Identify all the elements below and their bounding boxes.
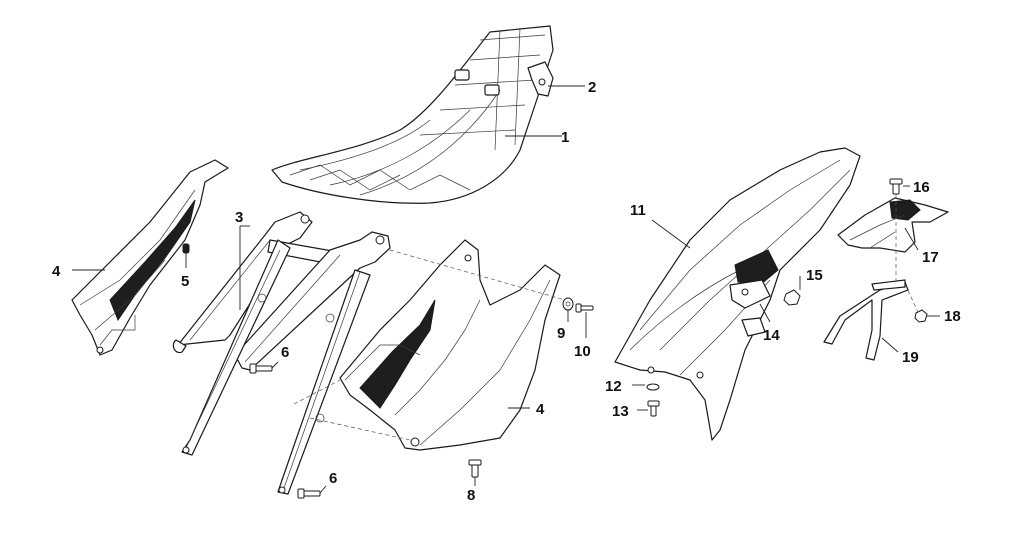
seat-bracket-part bbox=[527, 61, 554, 97]
side-panel-right-part bbox=[339, 239, 561, 451]
grab-handle-part bbox=[823, 279, 909, 361]
callout-screw-panel: 8 bbox=[467, 487, 475, 504]
callout-washer-panel: 9 bbox=[557, 325, 565, 342]
callout-rear-fender: 11 bbox=[630, 202, 646, 219]
callout-screw-subframe-upper: 6 bbox=[281, 344, 289, 361]
screw-lower-part bbox=[297, 488, 321, 499]
callout-labels: 1 2 3 4 5 6 6 4 8 9 10 11 12 13 14 15 16… bbox=[52, 79, 961, 504]
screw-fender-part bbox=[647, 400, 660, 417]
bracket-fender-part bbox=[729, 279, 771, 309]
callout-washer-fender: 12 bbox=[605, 378, 622, 395]
callout-screw-panel-top: 10 bbox=[574, 343, 591, 360]
callout-nut-plate: 18 bbox=[944, 308, 961, 325]
nut-fender-part bbox=[783, 289, 801, 306]
callout-subframe: 3 bbox=[235, 209, 243, 226]
callout-bracket-fender: 14 bbox=[763, 327, 780, 344]
screw-panel-part bbox=[468, 459, 482, 478]
plate-holder-part bbox=[837, 197, 949, 253]
callout-side-panel-left: 4 bbox=[52, 263, 61, 280]
callout-plate-holder: 17 bbox=[922, 249, 939, 266]
side-panel-left-part bbox=[71, 159, 229, 356]
callout-seat: 1 bbox=[561, 129, 569, 146]
nut-plate-part bbox=[914, 309, 928, 323]
callout-seat-bracket: 2 bbox=[588, 79, 596, 96]
washer-fender-part bbox=[646, 383, 660, 391]
clip-part bbox=[182, 243, 190, 254]
callout-screw-subframe-lower: 6 bbox=[329, 470, 337, 487]
callout-grab-handle: 19 bbox=[902, 349, 919, 366]
callout-side-panel-right: 4 bbox=[536, 401, 545, 418]
screw-panel-top-part bbox=[575, 303, 594, 313]
callout-screw-fender: 13 bbox=[612, 403, 629, 420]
washer-panel-part bbox=[562, 297, 574, 311]
subframe-part bbox=[172, 211, 391, 495]
screw-upper-part bbox=[249, 363, 273, 374]
callout-screw-plate: 16 bbox=[913, 179, 930, 196]
callout-nut-fender: 15 bbox=[806, 267, 823, 284]
seat-part bbox=[271, 25, 554, 204]
callout-clip: 5 bbox=[181, 273, 189, 290]
leader-lines bbox=[72, 85, 940, 494]
screw-plate-part bbox=[889, 178, 903, 195]
